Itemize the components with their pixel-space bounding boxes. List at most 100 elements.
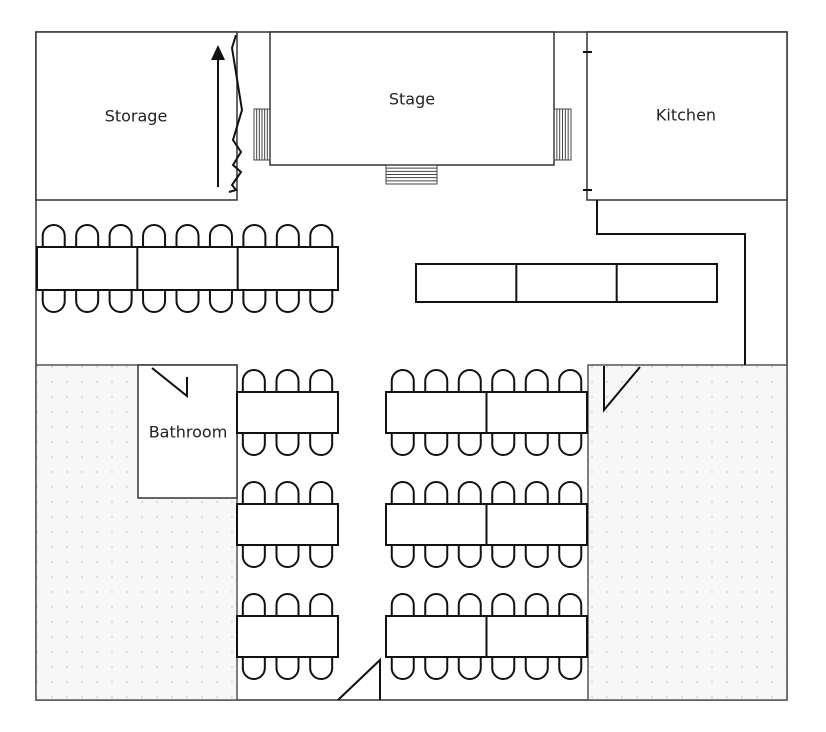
kitchen-room: Kitchen bbox=[583, 31, 788, 201]
table bbox=[385, 615, 588, 658]
table bbox=[385, 503, 588, 546]
chair bbox=[275, 369, 300, 392]
stairs bbox=[385, 164, 438, 185]
storage-room: Storage bbox=[35, 31, 244, 201]
chair bbox=[457, 481, 482, 504]
chair bbox=[309, 593, 334, 616]
chair bbox=[424, 593, 449, 616]
storage-label: Storage bbox=[105, 107, 168, 126]
chair bbox=[390, 593, 415, 616]
chair bbox=[241, 545, 266, 568]
entrance-door[interactable] bbox=[337, 657, 381, 701]
chair bbox=[275, 481, 300, 504]
chair bbox=[558, 593, 583, 616]
chair bbox=[309, 545, 334, 568]
chair bbox=[241, 657, 266, 680]
chair bbox=[175, 290, 200, 313]
chair bbox=[491, 593, 516, 616]
chair bbox=[309, 481, 334, 504]
chair bbox=[275, 224, 300, 247]
arrow-head-icon bbox=[211, 45, 225, 60]
stairs bbox=[253, 108, 271, 161]
chair bbox=[241, 481, 266, 504]
furniture bbox=[36, 224, 718, 680]
chair bbox=[457, 369, 482, 392]
chair bbox=[491, 657, 516, 680]
chair bbox=[558, 481, 583, 504]
chair bbox=[242, 224, 267, 247]
chair bbox=[142, 224, 167, 247]
chair bbox=[424, 657, 449, 680]
stage-stairs bbox=[253, 108, 572, 185]
chair bbox=[390, 433, 415, 456]
chair bbox=[491, 545, 516, 568]
chair bbox=[491, 369, 516, 392]
chair bbox=[175, 224, 200, 247]
chair bbox=[558, 369, 583, 392]
chair bbox=[275, 593, 300, 616]
table bbox=[36, 246, 339, 291]
chair bbox=[309, 657, 334, 680]
chair bbox=[275, 290, 300, 313]
stage-label: Stage bbox=[389, 90, 435, 109]
chair bbox=[275, 433, 300, 456]
chair bbox=[241, 593, 266, 616]
table bbox=[385, 391, 588, 434]
kitchen-label: Kitchen bbox=[656, 106, 716, 125]
chair bbox=[524, 593, 549, 616]
chair bbox=[390, 481, 415, 504]
chair bbox=[390, 369, 415, 392]
chair bbox=[390, 545, 415, 568]
bathroom: Bathroom bbox=[137, 364, 238, 499]
chair bbox=[457, 545, 482, 568]
right-door[interactable] bbox=[603, 366, 641, 413]
chair bbox=[309, 224, 334, 247]
chair bbox=[558, 433, 583, 456]
chair bbox=[108, 224, 133, 247]
chair bbox=[142, 290, 167, 313]
chair bbox=[457, 433, 482, 456]
chair bbox=[75, 290, 100, 313]
stage: Stage bbox=[253, 31, 572, 185]
chair bbox=[275, 545, 300, 568]
kitchen-partition bbox=[596, 200, 746, 365]
chair bbox=[524, 545, 549, 568]
chair bbox=[241, 433, 266, 456]
chair bbox=[208, 224, 233, 247]
table bbox=[236, 391, 339, 434]
chair bbox=[424, 369, 449, 392]
chair bbox=[241, 369, 266, 392]
chair bbox=[41, 224, 66, 247]
bathroom-label: Bathroom bbox=[149, 423, 228, 442]
chair bbox=[309, 290, 334, 313]
chair bbox=[491, 433, 516, 456]
chair bbox=[242, 290, 267, 313]
chair bbox=[309, 369, 334, 392]
chair bbox=[491, 481, 516, 504]
chair bbox=[309, 433, 334, 456]
chair bbox=[524, 481, 549, 504]
right-dotted-area bbox=[587, 364, 788, 701]
chair bbox=[75, 224, 100, 247]
table bbox=[236, 503, 339, 546]
table bbox=[415, 263, 718, 303]
chair bbox=[524, 369, 549, 392]
chair bbox=[208, 290, 233, 313]
folding-partition bbox=[228, 34, 244, 193]
chair bbox=[424, 481, 449, 504]
bathroom-door[interactable] bbox=[151, 367, 188, 399]
chair bbox=[558, 657, 583, 680]
chair bbox=[457, 593, 482, 616]
chair bbox=[457, 657, 482, 680]
chair bbox=[275, 657, 300, 680]
chair bbox=[524, 657, 549, 680]
chair bbox=[424, 433, 449, 456]
table bbox=[236, 615, 339, 658]
chair bbox=[524, 433, 549, 456]
chair bbox=[108, 290, 133, 313]
chair bbox=[41, 290, 66, 313]
stairs bbox=[553, 108, 572, 161]
chair bbox=[390, 657, 415, 680]
chair bbox=[424, 545, 449, 568]
